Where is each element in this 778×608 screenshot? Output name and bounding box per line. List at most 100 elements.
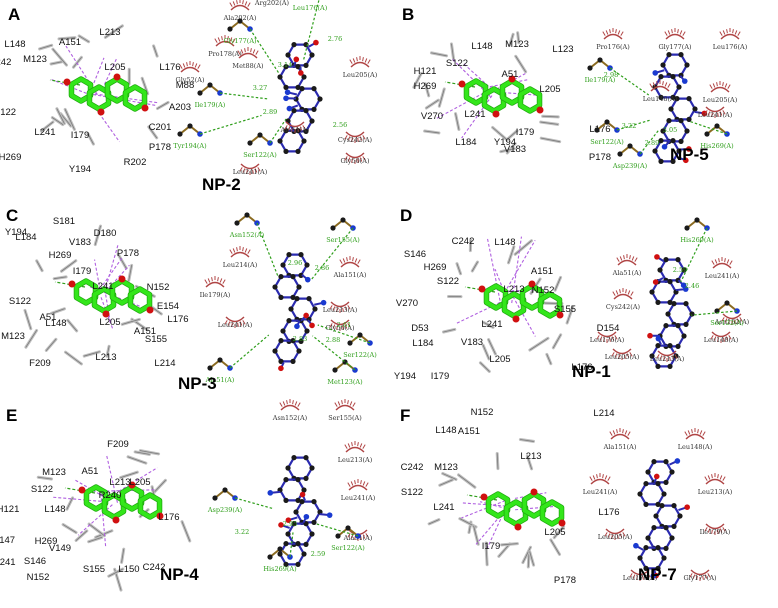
hydrophobic-lash — [344, 156, 348, 161]
hydrophobic-lash — [287, 126, 291, 131]
hydrophobic-lash — [707, 573, 711, 578]
hbond-distance: 2.61 — [337, 321, 351, 329]
heteroatom — [267, 490, 274, 496]
ligand-2d-atom — [653, 513, 659, 519]
residue-label-3d: E154 — [157, 301, 179, 312]
hydrophobic-lash — [721, 317, 725, 322]
ligand-2d-atom — [311, 519, 317, 525]
hydrophobic-residue-label: Leu214(A) — [223, 261, 258, 269]
residue-label-3d: Y194 — [69, 164, 91, 175]
ligand-2d-atom — [675, 343, 681, 349]
hydrophobic-lash — [362, 481, 366, 486]
hydrophobic-lash — [615, 29, 617, 34]
hydrophobic-lash — [671, 29, 673, 34]
hydrophobic-lash — [659, 355, 663, 360]
hydrophobic-residue-label: Leu148(A) — [704, 336, 739, 344]
ligand-ring — [520, 284, 544, 310]
hydrophobic-arc — [180, 66, 200, 73]
hydrophobic-lash — [365, 482, 369, 487]
residue-label-3d: V183 — [461, 337, 483, 348]
hydrophobic-lash — [726, 29, 728, 34]
residue-label-3d: M123 — [23, 54, 47, 65]
ligand-2d-atom — [303, 108, 309, 114]
residue-atom — [217, 357, 223, 363]
hydrophobic-lash — [664, 31, 668, 36]
hydrophobic-lash — [723, 337, 725, 342]
hydrophobic-lash — [732, 29, 734, 34]
ligand-2d-ring — [278, 478, 306, 502]
ligand-2d-atom — [295, 64, 301, 70]
hydrophobic-lash — [719, 528, 723, 533]
hydrophobic-lash — [347, 323, 351, 328]
ligand-2d-atom — [301, 138, 307, 144]
hydrophobic-lash — [707, 475, 711, 480]
residue-atom — [627, 143, 633, 149]
residue-atom — [330, 225, 336, 231]
hydrophobic-lash — [346, 257, 348, 262]
hydrophobic-lash — [347, 400, 349, 405]
residue-label-3d: L241 — [433, 502, 454, 513]
hydrophobic-arc — [238, 52, 258, 59]
hydrophobic-lash — [612, 291, 616, 296]
residue-atom — [332, 367, 338, 373]
heteroatom — [653, 473, 660, 480]
hydrophobic-lash — [359, 136, 363, 141]
residue-stick-edge — [431, 52, 447, 57]
hydrophobic-lash — [611, 336, 615, 341]
ligand-2d-atom — [301, 74, 307, 80]
residue-label-3d: D53 — [411, 323, 428, 334]
residue-stick-edge — [181, 521, 191, 542]
hbond-dashed — [691, 310, 738, 316]
oxygen-atom — [512, 315, 520, 323]
residue-atom — [207, 82, 213, 88]
residue-label-3d: A151 — [531, 266, 553, 277]
pi-interaction-line — [93, 259, 101, 291]
residue-stick-edge — [67, 319, 78, 332]
ligand-2d-atom — [298, 272, 304, 278]
panels-layer: AA151L148L213L176C242M123L205M88S122A203… — [0, 0, 750, 592]
oxygen-atom — [478, 285, 486, 293]
hydrophobic-lash — [286, 400, 288, 405]
residue-label-3d: L148 — [471, 41, 492, 52]
hydrophobic-residue-label: Ala151(A) — [603, 443, 637, 451]
residue-atom — [594, 127, 600, 133]
pi-interaction-line — [86, 96, 120, 143]
hydrophobic-lash — [297, 402, 301, 407]
residue-atom — [714, 123, 720, 129]
hydrophobic-lash — [347, 136, 351, 141]
residue-stick-edge — [514, 240, 532, 255]
residue-stick-edge — [104, 25, 123, 38]
residue-stick-edge — [455, 113, 460, 130]
residue-label-3d: S155 — [145, 334, 167, 345]
heteroatom — [303, 513, 310, 520]
hydrophobic-lash — [354, 480, 356, 485]
hydrophobic-lash — [710, 335, 714, 340]
residue-stick-edge — [36, 260, 43, 272]
residue-label-3d: H121 — [0, 504, 19, 515]
hydrophobic-residue-label: Leu213(A) — [338, 456, 373, 464]
hbond-dashed — [311, 227, 354, 280]
ligand-2d-atom — [678, 138, 684, 144]
ligand-ring — [486, 492, 510, 518]
residue-stick-edge — [424, 130, 440, 134]
hbond-distance: 3.27 — [253, 84, 267, 92]
residue-label-3d: F209 — [29, 358, 51, 369]
hydrophobic-lash — [339, 259, 343, 264]
hydrophobic-lash — [656, 81, 658, 86]
residue-stick-edge — [117, 253, 127, 269]
hydrophobic-residue-label: Met88(A) — [232, 62, 264, 70]
hydrophobic-arc — [205, 281, 225, 288]
residue-stick-edge — [121, 548, 125, 563]
ligand-2d-atom — [643, 545, 649, 551]
residue-stick-edge — [148, 126, 158, 139]
residue-stick-edge — [128, 264, 133, 281]
hydrophobic-lash — [354, 258, 358, 263]
residue-label-3d: H269 — [49, 250, 72, 261]
hbond-dashed — [317, 324, 371, 344]
hydrophobic-lash — [351, 442, 353, 447]
hydrophobic-lash — [728, 319, 730, 324]
hydrophobic-lash — [334, 402, 338, 407]
hbond-dashed — [616, 119, 652, 131]
residue-label-3d: L205 — [129, 477, 150, 488]
hydrophobic-lash — [599, 336, 603, 341]
